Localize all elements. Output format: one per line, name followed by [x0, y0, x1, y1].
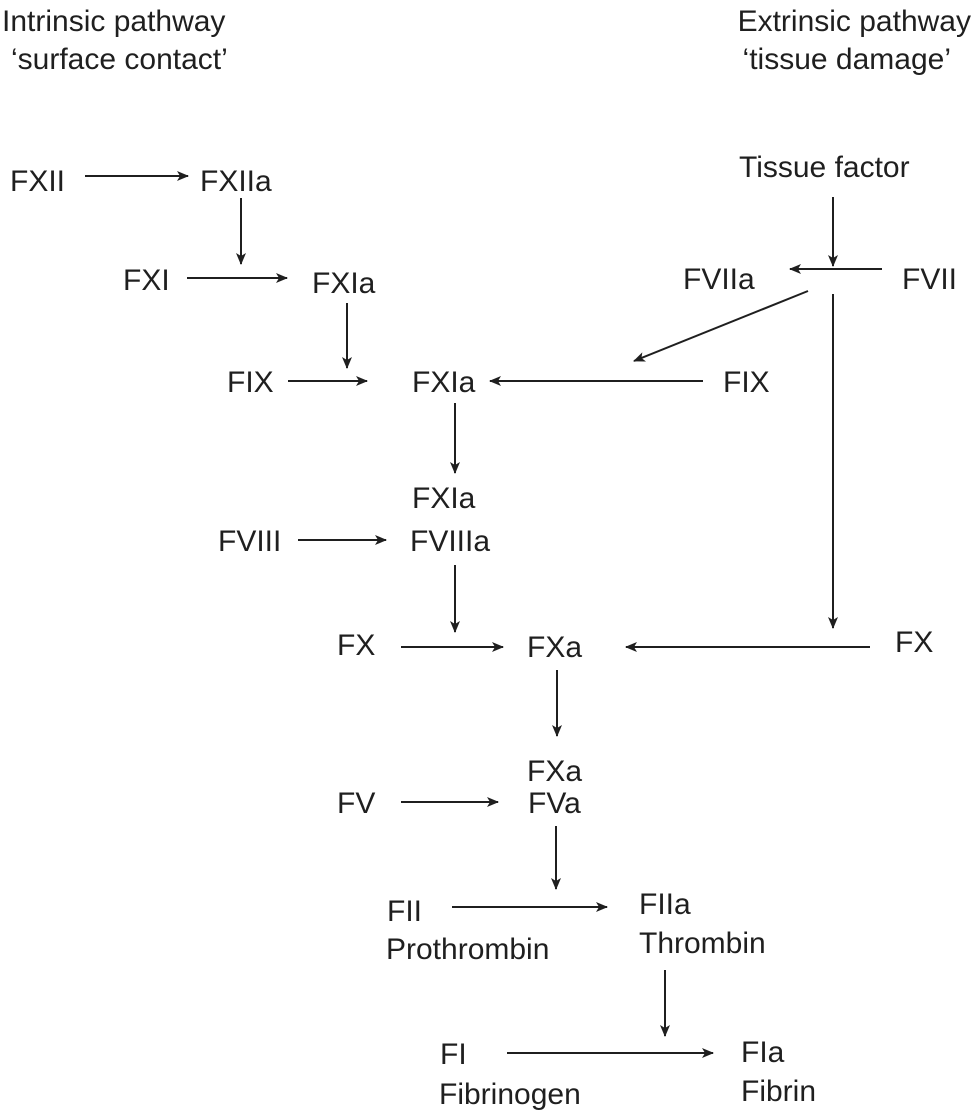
node-fv: FV: [337, 787, 375, 820]
node-fxa-2: FXa: [527, 755, 582, 788]
node-fii: FII: [387, 895, 422, 928]
arrow-fviia-to-fix-activation: [633, 290, 809, 362]
node-fibrin: Fibrin: [741, 1075, 816, 1108]
node-fxi: FXI: [123, 264, 170, 297]
node-thrombin: Thrombin: [639, 927, 766, 960]
node-fxii: FXII: [10, 165, 65, 198]
node-fvii: FVII: [902, 263, 957, 296]
node-fx-right: FX: [895, 626, 933, 659]
node-fviiia: FVIIIa: [410, 525, 490, 558]
intrinsic-pathway-title: Intrinsic pathway: [2, 5, 225, 38]
node-fxa: FXa: [527, 631, 582, 664]
extrinsic-pathway-subtitle: ‘tissue damage’: [743, 43, 951, 76]
node-fviii: FVIII: [218, 525, 281, 558]
intrinsic-pathway-subtitle: ‘surface contact’: [11, 43, 228, 76]
node-fia: FIa: [741, 1036, 785, 1069]
node-fix-right: FIX: [723, 366, 770, 399]
node-tissue-factor: Tissue factor: [739, 151, 910, 184]
node-fxia-2: FXIa: [412, 366, 476, 399]
node-fviia: FVIIa: [683, 263, 755, 296]
node-fiia: FIIa: [639, 888, 691, 921]
node-fi: FI: [440, 1038, 467, 1071]
node-prothrombin: Prothrombin: [386, 933, 549, 966]
node-fx-left: FX: [337, 629, 375, 662]
node-fxia-3: FXIa: [412, 482, 476, 515]
node-fva: FVa: [528, 787, 581, 820]
node-fxiia: FXIIa: [200, 165, 272, 198]
node-fibrinogen: Fibrinogen: [439, 1078, 581, 1111]
node-fxia-1: FXIa: [312, 267, 376, 300]
extrinsic-pathway-title: Extrinsic pathway: [738, 5, 971, 38]
node-fix-left: FIX: [227, 366, 274, 399]
